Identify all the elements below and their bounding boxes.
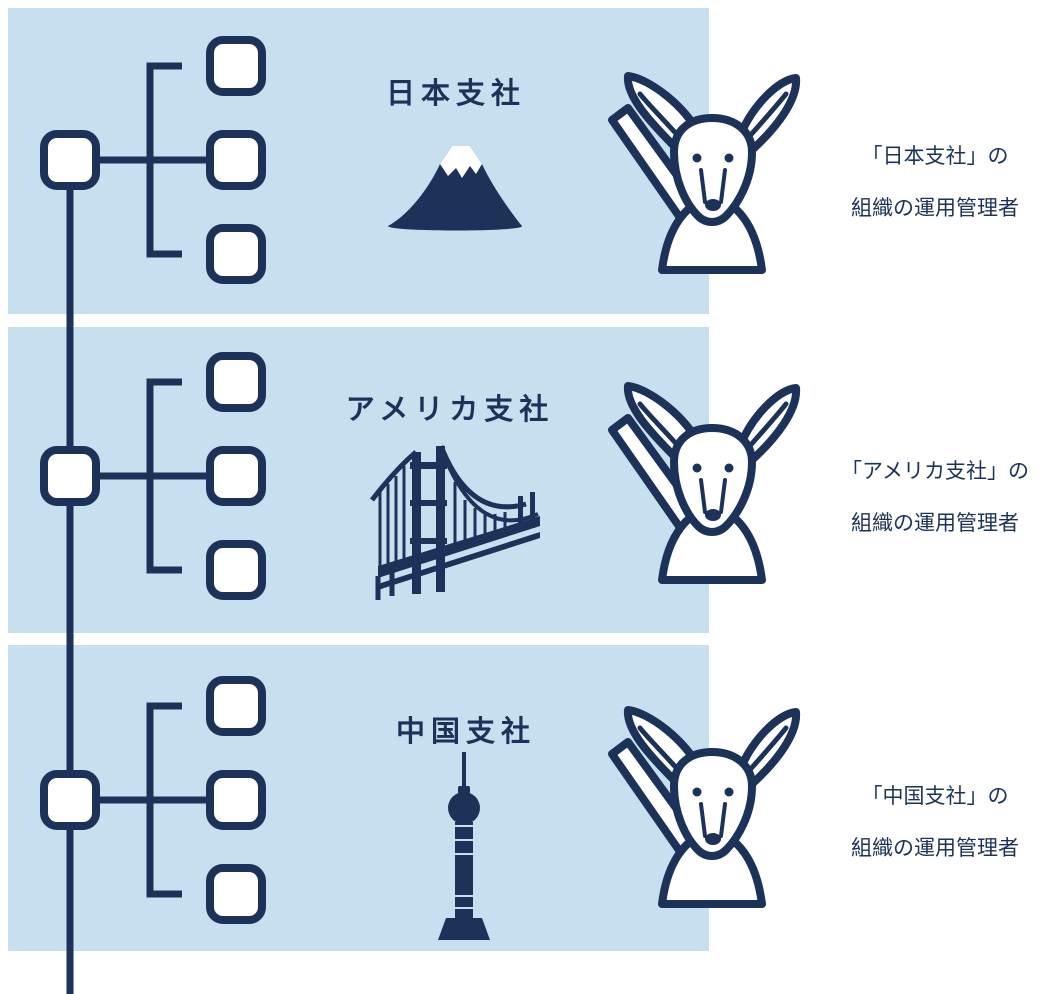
- org-tree-china: [44, 680, 262, 920]
- caption-line: 組織の運用管理者: [851, 511, 1019, 535]
- golden-gate-bridge-icon: [370, 445, 540, 600]
- org-tree-japan: [44, 40, 262, 280]
- kangaroo-icon: [612, 710, 796, 904]
- branch-title-america: アメリカ支社: [345, 392, 555, 426]
- kangaroo-icon: [612, 386, 796, 580]
- child-node: [210, 680, 262, 732]
- caption-line: 「中国支社」の: [861, 784, 1009, 808]
- branch-title-japan: 日本支社: [385, 76, 526, 110]
- manager-caption-japan: 「日本支社」の 組織の運用管理者: [806, 130, 1064, 234]
- caption-line: 組織の運用管理者: [851, 836, 1019, 860]
- org-tree-america: [44, 356, 262, 596]
- child-node: [210, 228, 262, 280]
- caption-line: 組織の運用管理者: [851, 196, 1019, 220]
- caption-line: 「日本支社」の: [861, 144, 1009, 168]
- child-node: [210, 134, 262, 186]
- child-node: [210, 544, 262, 596]
- manager-caption-china: 「中国支社」の 組織の運用管理者: [806, 770, 1064, 874]
- parent-node-america: [44, 450, 96, 502]
- child-node: [210, 356, 262, 408]
- child-node: [210, 868, 262, 920]
- branch-title-china: 中国支社: [395, 714, 536, 748]
- child-node: [210, 774, 262, 826]
- manager-caption-america: 「アメリカ支社」の 組織の運用管理者: [806, 445, 1064, 549]
- parent-node-china: [44, 774, 96, 826]
- mount-fuji-icon: [388, 146, 523, 231]
- child-node: [210, 40, 262, 92]
- kangaroo-icon: [612, 76, 796, 270]
- branch-panel-america: [8, 327, 709, 633]
- child-node: [210, 450, 262, 502]
- caption-line: 「アメリカ支社」の: [841, 459, 1029, 483]
- oriental-pearl-tower-icon: [438, 752, 490, 940]
- parent-node-japan: [44, 134, 96, 186]
